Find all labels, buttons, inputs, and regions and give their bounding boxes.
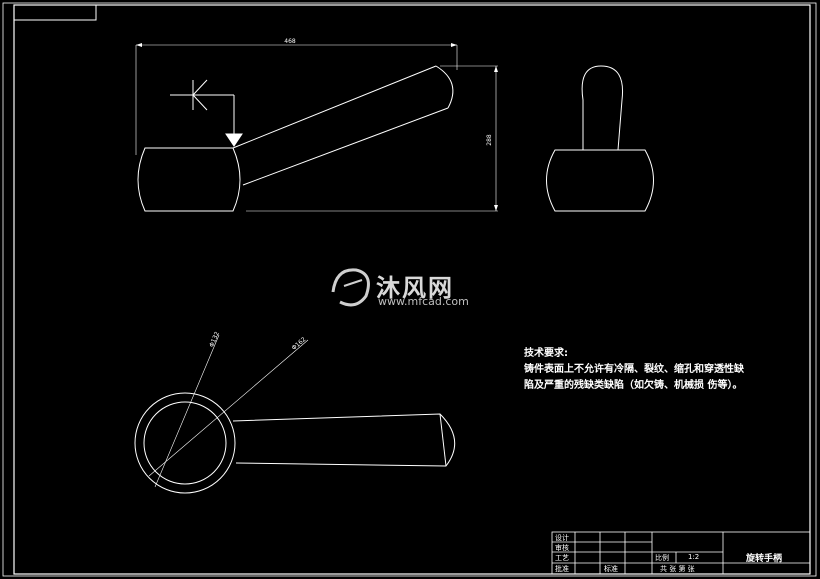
watermark-logo-icon bbox=[331, 268, 370, 307]
inner-frame bbox=[13, 4, 811, 575]
dim-height: 288 bbox=[486, 134, 493, 146]
tb-process: 工艺 bbox=[555, 554, 569, 562]
front-view bbox=[135, 43, 498, 212]
tb-design: 设计 bbox=[555, 534, 569, 542]
tb-scale-value: 1:2 bbox=[688, 553, 700, 561]
top-view bbox=[134, 334, 456, 494]
notes-title: 技术要求: bbox=[524, 348, 568, 359]
tb-part-name: 旋转手柄 bbox=[746, 554, 783, 564]
technical-notes: 技术要求: 铸件表面上不允许有冷隔、裂纹、缩孔和穿透性缺 陷及严重的残缺类缺陷（… bbox=[524, 346, 744, 394]
tb-scale-label: 比例 bbox=[655, 554, 669, 562]
tb-sheet-info: 共 张 第 张 bbox=[660, 565, 695, 573]
corner-label-box bbox=[14, 5, 97, 21]
watermark-url: www.mfcad.com bbox=[378, 295, 469, 308]
tb-approve: 批准 bbox=[555, 565, 569, 573]
dim-diameter-2: Φ162 bbox=[291, 336, 308, 352]
tb-check: 审核 bbox=[555, 544, 569, 552]
dim-diameter-1: Φ132 bbox=[208, 330, 221, 348]
side-view bbox=[546, 65, 654, 212]
watermark-name: 沐风网 bbox=[376, 274, 454, 302]
title-block bbox=[551, 531, 811, 575]
tb-standard: 标准 bbox=[604, 565, 618, 573]
notes-line-2: 陷及严重的残缺类缺陷（如欠铸、机械损 伤等）。 bbox=[524, 380, 743, 391]
notes-line-1: 铸件表面上不允许有冷隔、裂纹、缩孔和穿透性缺 bbox=[524, 364, 744, 375]
dim-length: 468 bbox=[284, 38, 296, 45]
